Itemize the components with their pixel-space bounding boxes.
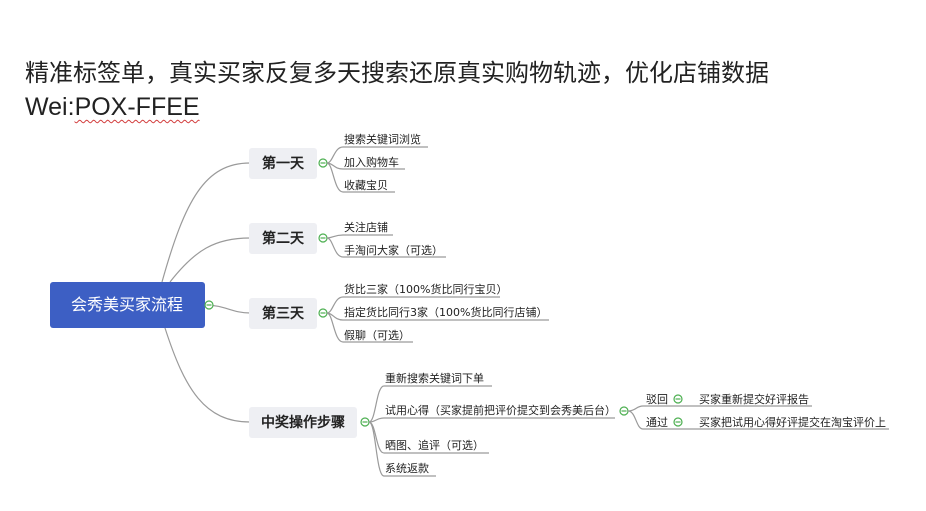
edge-steps-item1 (368, 385, 385, 423)
branch-day1-label: 第一天 (262, 155, 305, 172)
edge-day2-item2 (326, 237, 344, 258)
headline: 精准标签单，真实买家反复多天搜索还原真实购物轨迹，优化店铺数据 (25, 59, 769, 87)
edge-day3-item3 (326, 312, 344, 343)
day2-collapse-toggle[interactable] (318, 233, 328, 243)
day3-item-3[interactable]: 假聊（可选） (344, 328, 410, 342)
branch-day2-label: 第二天 (262, 230, 305, 247)
review-pass[interactable]: 通过 (646, 416, 668, 429)
day1-item-1[interactable]: 搜索关键词浏览 (344, 132, 421, 146)
contact-prefix: Wei: (25, 93, 75, 121)
root-collapse-toggle[interactable] (204, 300, 214, 310)
contact-code: POX-FFEE (74, 93, 200, 121)
header: 精准标签单，真实买家反复多天搜索还原真实购物轨迹，优化店铺数据 Wei:POX-… (25, 56, 905, 124)
day2-item-2[interactable]: 手淘问大家（可选） (344, 243, 443, 257)
edge-day3-item1 (326, 296, 344, 314)
day1-item-3[interactable]: 收藏宝贝 (344, 178, 388, 192)
branch-day3[interactable] (249, 298, 317, 329)
steps-collapse-toggle[interactable] (360, 417, 370, 427)
steps-item-2[interactable]: 试用心得（买家提前把评价提交到会秀美后台） (385, 403, 616, 417)
edge-review-reject (627, 405, 644, 412)
day3-item-1[interactable]: 货比三家（100%货比同行宝贝） (344, 282, 507, 296)
day1-item-2[interactable]: 加入购物车 (344, 155, 399, 169)
pass-action[interactable]: 买家把试用心得好评提交在淘宝评价上 (699, 415, 886, 429)
edge-day2-item1 (326, 234, 344, 239)
review-collapse-toggle[interactable] (619, 406, 629, 416)
branch-award-steps-label: 中奖操作步骤 (261, 414, 345, 431)
steps-item-3[interactable]: 晒图、追评（可选） (385, 438, 484, 452)
day3-item-2[interactable]: 指定货比同行3家（100%货比同行店铺） (344, 305, 547, 319)
contact-line: Wei:POX-FFEE (25, 90, 905, 124)
reject-collapse-toggle[interactable] (673, 394, 683, 404)
review-reject[interactable]: 驳回 (646, 393, 668, 406)
branch-award-steps[interactable] (249, 407, 357, 438)
root-node[interactable] (50, 282, 205, 328)
reject-action[interactable]: 买家重新提交好评报告 (699, 392, 809, 406)
steps-item-1[interactable]: 重新搜索关键词下单 (385, 371, 484, 385)
day1-collapse-toggle[interactable] (318, 158, 328, 168)
edge-review-pass (627, 410, 644, 430)
edge-steps-item4 (368, 421, 385, 477)
pass-collapse-toggle[interactable] (673, 417, 683, 427)
edge-root-steps (164, 327, 251, 423)
root-label: 会秀美买家流程 (71, 295, 183, 314)
branch-day3-label: 第三天 (262, 305, 305, 322)
edge-day1-item1 (326, 146, 344, 164)
steps-item-4[interactable]: 系统返款 (385, 461, 429, 475)
edge-root-day2 (169, 237, 251, 283)
branch-day2[interactable] (249, 223, 317, 254)
edge-day1-item3 (326, 162, 344, 193)
edge-root-day1 (161, 162, 251, 283)
day2-item-1[interactable]: 关注店铺 (344, 220, 388, 234)
branch-day1[interactable] (249, 148, 317, 179)
day3-collapse-toggle[interactable] (318, 308, 328, 318)
